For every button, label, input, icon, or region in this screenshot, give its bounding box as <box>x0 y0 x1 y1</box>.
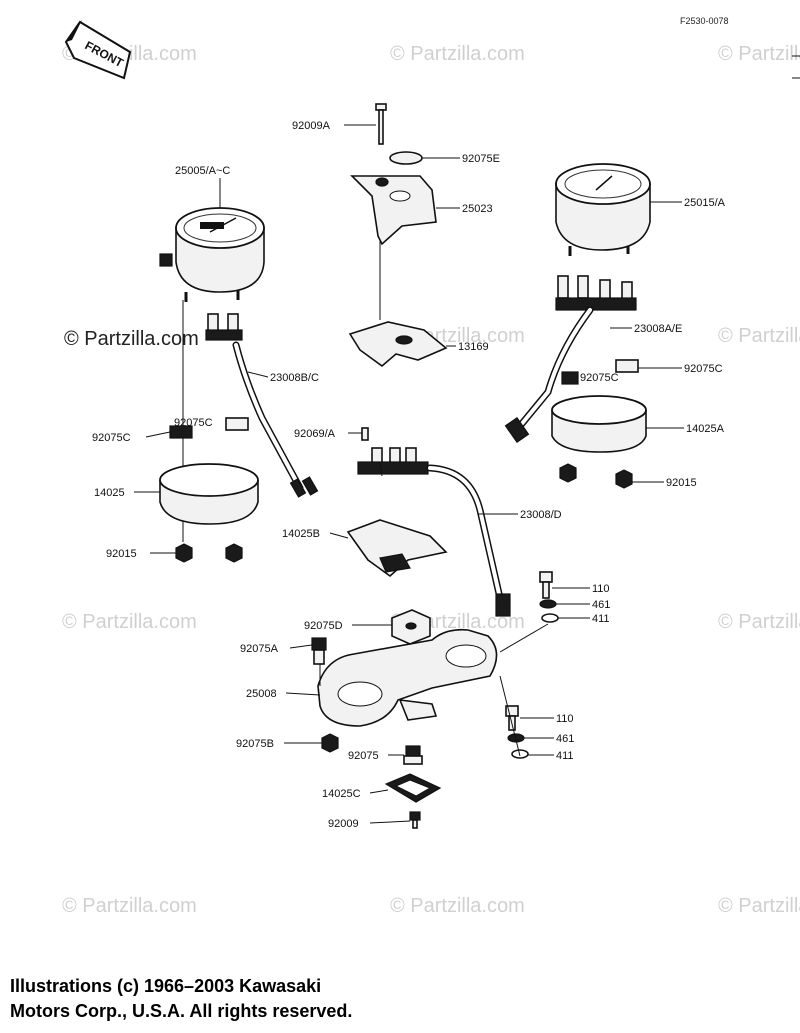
watermark: © Partzilla.com <box>62 895 197 917</box>
front-arrow-icon: FRONT <box>64 20 132 80</box>
watermark-dark: © Partzilla.com <box>64 328 199 350</box>
callout-25015: 25015/A <box>684 197 726 209</box>
mounting-plate-25008 <box>317 628 498 727</box>
cushion-92075c <box>225 417 249 431</box>
callout-25005: 25005/A~C <box>175 165 230 177</box>
watermark: © Partzilla.com <box>718 43 800 65</box>
meter-case-14025 <box>159 463 259 525</box>
callout-23008d: 23008/D <box>520 509 562 521</box>
callout-92075c-right-inner: 92075C <box>580 372 619 384</box>
case-14025b <box>346 519 448 578</box>
bolt-set-upper <box>539 571 559 623</box>
callout-92075a: 92075A <box>240 643 279 655</box>
callout-110-lower: 110 <box>556 713 574 725</box>
nut-92015 <box>559 463 577 483</box>
callout-92075b: 92075B <box>236 738 274 750</box>
callout-92075e: 92075E <box>462 153 500 165</box>
lamp-socket-center <box>357 427 429 475</box>
callout-92075c-left: 92075C <box>92 432 131 444</box>
tachometer-right <box>555 163 651 256</box>
copyright-line-2: Motors Corp., U.S.A. All rights reserved… <box>10 1001 353 1021</box>
watermark: © Partzilla.com <box>62 611 197 633</box>
copyright-line-1: Illustrations (c) 1966–2003 Kawasaki <box>10 976 322 996</box>
grommet-92075e <box>389 151 423 165</box>
nut-92015 <box>225 543 243 563</box>
callout-23008ae: 23008A/E <box>634 323 682 335</box>
watermark: © Partzilla.com <box>718 611 800 633</box>
callout-92075: 92075 <box>348 750 379 762</box>
callout-92075d: 92075D <box>304 620 343 632</box>
callout-92009a: 92009A <box>292 120 331 132</box>
callout-411-upper: 411 <box>592 613 610 625</box>
callout-13169: 13169 <box>458 341 489 353</box>
callout-461-lower: 461 <box>556 733 574 745</box>
nut-92015 <box>615 469 633 489</box>
callout-25008: 25008 <box>246 688 277 700</box>
cushion-92075d <box>391 609 431 645</box>
meter-case-14025a <box>551 395 647 453</box>
leader-line <box>379 461 383 477</box>
bracket-25023 <box>350 175 437 246</box>
nut-92075b <box>321 733 339 753</box>
callout-25023: 25023 <box>462 203 493 215</box>
watermark: © Partzilla.com <box>718 895 800 917</box>
cushion-14025c <box>384 773 442 803</box>
wire-harness-23008bc <box>232 341 319 498</box>
grommet-92075 <box>403 745 423 765</box>
callout-labels: 25005/A~C 92009A 92075E 25023 25015/A 13… <box>92 120 726 830</box>
callout-14025c: 14025C <box>322 788 361 800</box>
drawing-code: F2530-0078 <box>680 16 729 26</box>
callout-14025b: 14025B <box>282 528 320 540</box>
bolt-92009a <box>375 103 387 145</box>
wire-harness-23008ae <box>504 306 594 444</box>
callout-92075c-right: 92075C <box>684 363 723 375</box>
callout-92075c-left-inner: 92075C <box>174 417 213 429</box>
callout-461-upper: 461 <box>592 599 610 611</box>
callout-92069a: 92069/A <box>294 428 336 440</box>
lamp-socket-right <box>555 275 637 311</box>
callout-110-upper: 110 <box>592 583 610 595</box>
copyright-notice: Illustrations (c) 1966–2003 Kawasaki Mot… <box>10 974 430 1024</box>
lamp-socket-left <box>205 313 243 341</box>
bracket-13169 <box>348 321 448 368</box>
callout-14025a: 14025A <box>686 423 725 435</box>
watermark: © Partzilla.com <box>390 895 525 917</box>
watermark: © Partzilla.com <box>718 325 800 347</box>
watermark: © Partzilla.com <box>390 43 525 65</box>
leader-line <box>499 623 549 653</box>
nut-92015 <box>175 543 193 563</box>
leader-line <box>499 675 521 757</box>
speedometer-left <box>159 207 265 302</box>
callout-23008bc: 23008B/C <box>270 372 319 384</box>
cushion-92075c <box>561 371 579 385</box>
bolt-92009 <box>409 811 421 829</box>
callout-14025: 14025 <box>94 487 125 499</box>
callout-92009: 92009 <box>328 818 359 830</box>
wire-harness-23008d <box>426 464 511 617</box>
callout-leaders <box>134 124 684 824</box>
callout-92015-right: 92015 <box>666 477 697 489</box>
callout-92015-left: 92015 <box>106 548 137 560</box>
cushion-92075c <box>615 359 639 373</box>
callout-411-lower: 411 <box>556 750 574 762</box>
grommet-92075a <box>311 637 327 665</box>
